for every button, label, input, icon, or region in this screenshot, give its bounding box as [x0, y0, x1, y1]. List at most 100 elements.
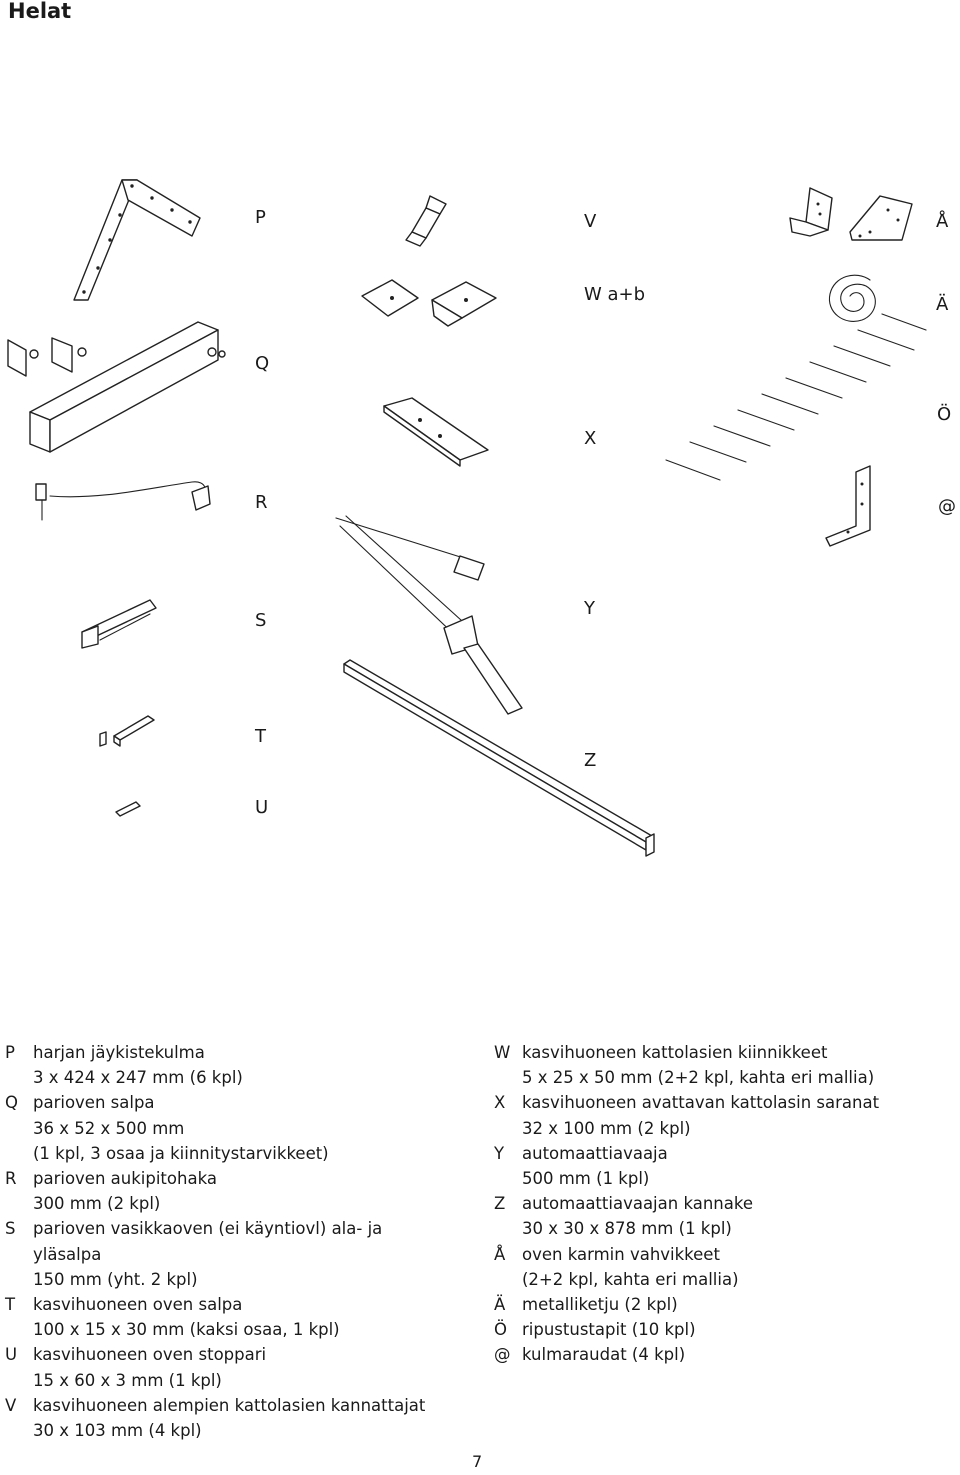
- legend-desc: ripustustapit (10 kpl): [522, 1317, 954, 1342]
- legend-item-v: V kasvihuoneen alempien kattolasien kann…: [5, 1393, 455, 1443]
- legend-line: 500 mm (1 kpl): [522, 1169, 650, 1189]
- legend-key: Z: [494, 1194, 506, 1214]
- legend-line: 30 x 30 x 878 mm (1 kpl): [522, 1219, 732, 1239]
- legend-key: T: [5, 1295, 16, 1315]
- label-y: Y: [584, 598, 595, 619]
- legend-item-y: Y automaattiavaaja 500 mm (1 kpl): [494, 1141, 954, 1191]
- legend-left: P harjan jäykistekulma 3 x 424 x 247 mm …: [5, 1040, 455, 1443]
- legend-key: @: [494, 1345, 511, 1365]
- label-r: R: [255, 492, 268, 513]
- part-y-auto-opener-drawing: [335, 515, 523, 715]
- legend-line: kasvihuoneen oven salpa: [33, 1295, 243, 1315]
- legend-line: (2+2 kpl, kahta eri mallia): [522, 1269, 739, 1289]
- part-a-uml-metal-chain-drawing: [828, 274, 876, 322]
- label-x: X: [584, 428, 597, 449]
- legend-key: W: [494, 1043, 511, 1062]
- legend-item-at: @ kulmaraudat (4 kpl): [494, 1342, 954, 1367]
- legend-key: S: [5, 1219, 16, 1239]
- legend-desc: parioven vasikkaoven (ei käyntiovl) ala-…: [33, 1216, 455, 1292]
- legend-line: kulmaraudat (4 kpl): [522, 1345, 686, 1365]
- parts-illustration: [7, 179, 927, 857]
- legend-line: ripustustapit (10 kpl): [522, 1320, 696, 1340]
- part-r-hook-drawing: [35, 481, 211, 521]
- label-at: @: [938, 496, 956, 517]
- legend-line: parioven salpa: [33, 1093, 155, 1113]
- label-v: V: [584, 211, 597, 232]
- legend-line: kasvihuoneen oven stoppari: [33, 1345, 267, 1365]
- legend-line: (1 kpl, 3 osaa ja kiinnitystarvikkeet): [33, 1143, 329, 1163]
- legend-desc: harjan jäykistekulma 3 x 424 x 247 mm (6…: [33, 1040, 455, 1090]
- legend-line: 15 x 60 x 3 mm (1 kpl): [33, 1370, 222, 1390]
- legend-line: parioven aukipitohaka: [33, 1169, 217, 1189]
- part-a-ring-frame-reinforcements-drawing: [789, 187, 913, 241]
- label-z: Z: [584, 750, 597, 771]
- legend-item-z: Z automaattiavaajan kannake 30 x 30 x 87…: [494, 1191, 954, 1241]
- legend-key: V: [5, 1395, 17, 1415]
- legend-key: U: [5, 1345, 18, 1365]
- legend-key: X: [494, 1093, 506, 1113]
- legend-desc: oven karmin vahvikkeet (2+2 kpl, kahta e…: [522, 1242, 954, 1292]
- legend-item-t: T kasvihuoneen oven salpa 100 x 15 x 30 …: [5, 1292, 455, 1342]
- legend-line: 5 x 25 x 50 mm (2+2 kpl, kahta eri malli…: [522, 1068, 875, 1088]
- part-x-hinges-drawing: [383, 397, 489, 467]
- label-o-uml: Ö: [937, 404, 952, 425]
- legend-key: Å: [494, 1244, 506, 1264]
- legend-item-x: X kasvihuoneen avattavan kattolasin sara…: [494, 1090, 954, 1140]
- legend-desc: automaattiavaajan kannake 30 x 30 x 878 …: [522, 1191, 954, 1241]
- legend-item-a-uml: Ä metalliketju (2 kpl): [494, 1292, 954, 1317]
- legend-line: kasvihuoneen avattavan kattolasin sarana…: [522, 1093, 880, 1113]
- part-o-uml-hanging-pegs-drawing: [665, 313, 927, 481]
- part-s-dummy-door-bolts-drawing: [81, 599, 157, 649]
- legend-desc: metalliketju (2 kpl): [522, 1292, 954, 1317]
- legend-line: 30 x 103 mm (4 kpl): [33, 1421, 202, 1441]
- legend-item-a-ring: Å oven karmin vahvikkeet (2+2 kpl, kahta…: [494, 1242, 954, 1292]
- legend-desc: parioven salpa 36 x 52 x 500 mm (1 kpl, …: [33, 1090, 455, 1166]
- legend-desc: automaattiavaaja 500 mm (1 kpl): [522, 1141, 954, 1191]
- legend-item-w: W kasvihuoneen kattolasien kiinnikkeet 5…: [494, 1040, 954, 1090]
- legend-desc: parioven aukipitohaka 300 mm (2 kpl): [33, 1166, 455, 1216]
- legend-line: kasvihuoneen kattolasien kiinnikkeet: [522, 1043, 828, 1062]
- legend-line: automaattiavaajan kannake: [522, 1194, 753, 1214]
- page-title: Helat: [8, 0, 72, 23]
- page-number: 7: [472, 1452, 483, 1471]
- legend-item-o-uml: Ö ripustustapit (10 kpl): [494, 1317, 954, 1342]
- legend-item-r: R parioven aukipitohaka 300 mm (2 kpl): [5, 1166, 455, 1216]
- part-w-glass-clips-drawing: [361, 279, 497, 327]
- legend-line: 32 x 100 mm (2 kpl): [522, 1118, 691, 1138]
- legend-line: oven karmin vahvikkeet: [522, 1244, 720, 1264]
- label-t: T: [255, 726, 266, 747]
- part-p-ridge-angle-drawing: [73, 179, 201, 301]
- part-t-door-latch-drawing: [99, 715, 155, 747]
- legend-item-s: S parioven vasikkaoven (ei käyntiovl) al…: [5, 1216, 455, 1292]
- label-s: S: [255, 610, 267, 631]
- legend-desc: kasvihuoneen avattavan kattolasin sarana…: [522, 1090, 954, 1140]
- legend-line: 100 x 15 x 30 mm (kaksi osaa, 1 kpl): [33, 1320, 340, 1340]
- legend-line: automaattiavaaja: [522, 1143, 668, 1163]
- legend-key: Ö: [494, 1320, 507, 1340]
- legend-line: 150 mm (yht. 2 kpl): [33, 1269, 198, 1289]
- legend-item-q: Q parioven salpa 36 x 52 x 500 mm (1 kpl…: [5, 1090, 455, 1166]
- part-z-opener-bracket-drawing: [343, 659, 655, 857]
- legend-desc: kulmaraudat (4 kpl): [522, 1342, 954, 1367]
- legend-line: harjan jäykistekulma: [33, 1043, 205, 1062]
- label-q: Q: [255, 353, 270, 374]
- part-at-angle-brackets-drawing: [825, 465, 871, 547]
- legend-desc: kasvihuoneen oven stoppari 15 x 60 x 3 m…: [33, 1342, 455, 1392]
- legend-key: R: [5, 1169, 17, 1189]
- label-w: W a+b: [584, 284, 646, 305]
- part-q-door-bolt-drawing: [7, 321, 226, 453]
- legend-line: parioven vasikkaoven (ei käyntiovl) ala-…: [33, 1219, 383, 1264]
- legend-line: 300 mm (2 kpl): [33, 1194, 161, 1214]
- label-p: P: [255, 207, 266, 228]
- label-a-uml: Ä: [936, 294, 949, 315]
- legend-key: Y: [494, 1143, 505, 1163]
- legend-key: Q: [5, 1093, 18, 1113]
- legend-desc: kasvihuoneen oven salpa 100 x 15 x 30 mm…: [33, 1292, 455, 1342]
- legend-item-u: U kasvihuoneen oven stoppari 15 x 60 x 3…: [5, 1342, 455, 1392]
- legend-line: kasvihuoneen alempien kattolasien kannat…: [33, 1395, 426, 1415]
- legend-key: P: [5, 1043, 15, 1062]
- part-u-door-stopper-drawing: [115, 801, 141, 817]
- legend-item-p: P harjan jäykistekulma 3 x 424 x 247 mm …: [5, 1040, 455, 1090]
- part-v-glass-support-drawing: [405, 195, 447, 247]
- legend-desc: kasvihuoneen kattolasien kiinnikkeet 5 x…: [522, 1040, 954, 1090]
